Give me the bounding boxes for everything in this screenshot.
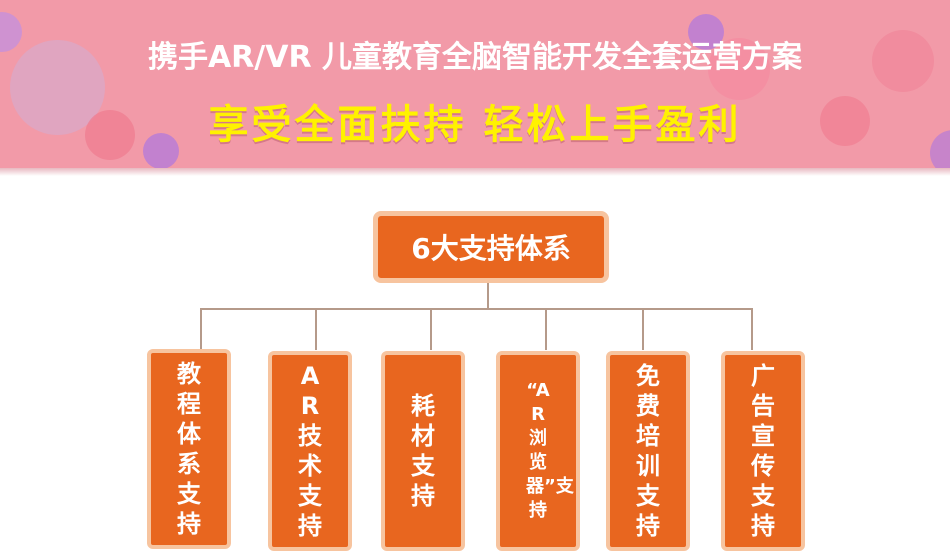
leaf-label: “AR浏览器”支持 xyxy=(526,380,574,521)
decor-bubble xyxy=(708,38,770,100)
leaf-label: 免费培训支持 xyxy=(636,362,660,540)
root-node-label: 6大支持体系 xyxy=(411,232,571,265)
leaf-label: AR技术支持 xyxy=(298,362,322,540)
leaf-node-advertising: 广告宣传支持 xyxy=(721,351,805,551)
leaf-node-materials: 耗材支持 xyxy=(381,351,465,551)
banner-shadow xyxy=(0,168,950,176)
decor-bubble xyxy=(930,130,950,168)
decor-bubble xyxy=(820,96,870,146)
decor-bubble xyxy=(0,12,22,52)
decor-bubble xyxy=(688,14,724,50)
banner-headline: 携手AR/VR 儿童教育全脑智能开发全套运营方案 xyxy=(147,40,803,75)
decor-bubble xyxy=(872,30,934,92)
leaf-label: 教程体系支持 xyxy=(177,360,201,538)
leaf-node-ar-tech: AR技术支持 xyxy=(268,351,352,551)
root-node: 6大支持体系 xyxy=(373,211,609,283)
connector-branch xyxy=(430,308,432,350)
leaf-node-training: 免费培训支持 xyxy=(606,351,690,551)
connector-branch xyxy=(200,308,202,350)
banner-tagline: 享受全面扶持 轻松上手盈利 xyxy=(208,102,742,148)
connector-branch xyxy=(545,308,547,350)
leaf-node-tutorial: 教程体系支持 xyxy=(147,349,231,549)
decor-bubble xyxy=(85,110,135,160)
leaf-label: 广告宣传支持 xyxy=(751,362,775,540)
connector-branch xyxy=(751,308,753,350)
leaf-node-ar-browser: “AR浏览器”支持 xyxy=(496,351,580,551)
connector-bar xyxy=(200,308,753,310)
decor-bubble xyxy=(143,133,179,168)
connector-branch xyxy=(315,308,317,350)
connector-trunk xyxy=(487,283,489,308)
leaf-label: 耗材支持 xyxy=(411,392,435,510)
connector-branch xyxy=(642,308,644,350)
header-banner: 携手AR/VR 儿童教育全脑智能开发全套运营方案 享受全面扶持 轻松上手盈利 xyxy=(0,0,950,168)
